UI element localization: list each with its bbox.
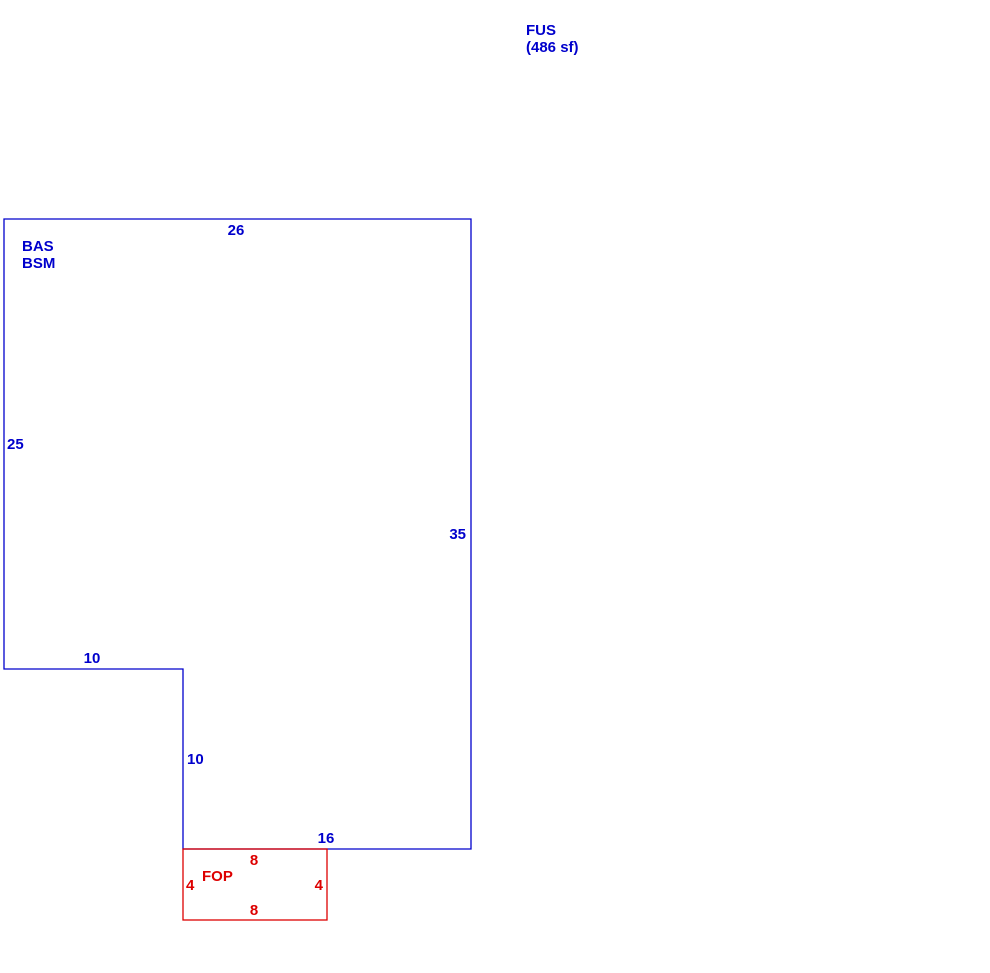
porch-dim-top: 8 [250,852,258,869]
dim-top: 26 [228,222,245,239]
porch-dim-left: 4 [186,877,195,894]
porch-outline [182,848,328,921]
dim-right: 35 [449,526,466,543]
dim-step-top: 10 [84,650,101,667]
bsm-label: BSM [22,255,55,272]
porch-dim-bottom: 8 [250,902,258,919]
fus-area-label: (486 sf) [526,39,579,56]
dim-left: 25 [7,436,24,453]
dim-bottom: 16 [318,830,335,847]
fus-label: FUS [526,22,556,39]
main-building-outline [3,218,472,850]
dim-step-side: 10 [187,751,204,768]
porch-dim-right: 4 [315,877,324,894]
bas-label: BAS [22,238,54,255]
fop-label: FOP [202,868,233,885]
